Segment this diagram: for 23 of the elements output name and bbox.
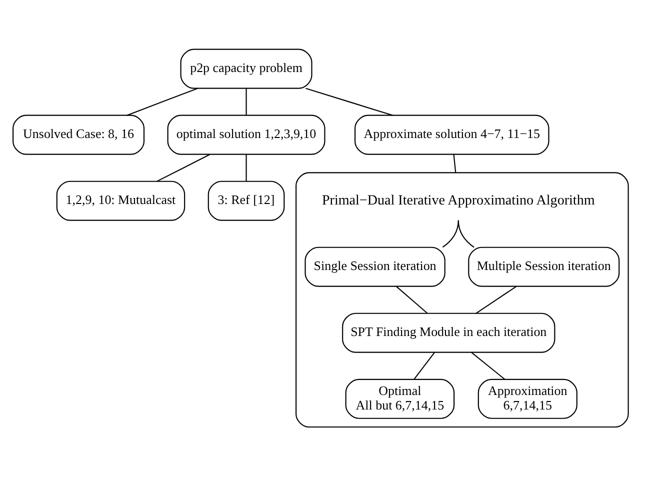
node-box: Approximate solution 4−7, 11−15 [354,114,550,155]
connector [458,220,474,248]
node-box: Single Session iteration [304,246,446,287]
connector [442,220,459,248]
connector [246,88,247,116]
node-box: Approximation 6,7,14,15 [478,378,578,419]
node-box: Optimal All but 6,7,14,15 [345,378,455,419]
node-box: 3: Ref [12] [208,180,285,221]
connector [476,286,517,314]
connector [306,88,393,116]
node-box: SPT Finding Module in each iteration [342,312,556,353]
node-box: 1,2,9, 10: Mutualcast [56,180,186,221]
node-box: Unsolved Case: 8, 16 [12,114,145,155]
connector [246,154,247,182]
connector [156,154,210,182]
node-box: Multiple Session iteration [468,246,620,287]
node-box: optimal solution 1,2,3,9,10 [167,114,326,155]
node-box: p2p capacity problem [180,48,312,89]
connector [453,154,456,173]
connector [126,88,198,116]
connector [471,352,506,380]
connector [414,352,435,380]
connector [396,286,428,314]
